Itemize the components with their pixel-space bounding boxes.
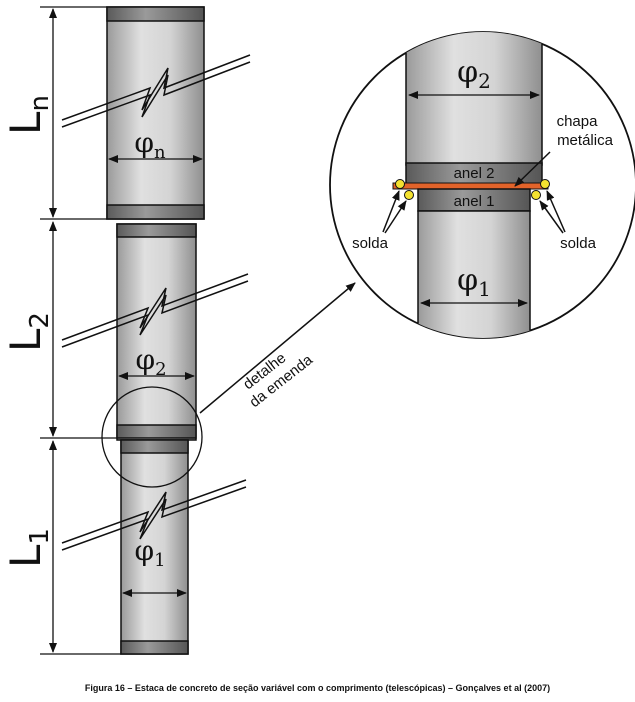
detail-view: anel 2 anel 1 φ2 φ1: [329, 31, 635, 339]
svg-text:L2: L2: [1, 312, 55, 352]
label-L1-main: L: [1, 544, 50, 568]
plate-pointer-arrow: [514, 151, 551, 187]
phi-n-label: φn: [134, 126, 166, 163]
detail-marker-circle: [101, 386, 203, 488]
weld-label-left: solda: [352, 235, 389, 252]
ring-2-label: anel 2: [454, 165, 495, 182]
plate-label-line2: metálica: [557, 132, 614, 149]
pile-segment-1: [120, 439, 189, 655]
break-line-n: [61, 54, 251, 128]
break-line-2: [61, 273, 249, 348]
label-L2-sub: 2: [25, 312, 55, 329]
svg-text:Ln: Ln: [1, 95, 55, 135]
phi-2-label: φ2: [135, 343, 166, 380]
detail-pointer-arrow: [199, 282, 356, 414]
break-line-1: [61, 479, 247, 551]
label-L1: L1: [1, 528, 55, 568]
figure-caption: Figura 16 – Estaca de concreto de seção …: [84, 683, 551, 693]
pile-segment-2: [116, 223, 197, 441]
weld-points: [395, 179, 550, 200]
plate-label-line1: chapa: [557, 113, 599, 130]
label-Ln-main: L: [1, 111, 50, 135]
detail-phi-1-label: φ1: [457, 263, 491, 301]
label-Ln-sub: n: [25, 95, 55, 111]
phi-1-label: φ1: [134, 534, 165, 571]
label-L1-sub: 1: [25, 528, 55, 545]
svg-text:L1: L1: [1, 528, 55, 568]
label-L2: L2: [1, 312, 55, 352]
label-L2-main: L: [1, 328, 50, 352]
weld-label-right: solda: [560, 235, 597, 252]
ring-1-label: anel 1: [454, 193, 495, 210]
detail-phi-2-label: φ2: [457, 55, 491, 93]
diameter-arrows-left: [108, 155, 203, 597]
pile-segment-n: [106, 6, 205, 220]
metal-plate: [392, 182, 549, 190]
length-dimension-lines: [40, 6, 121, 655]
weld-pointer-arrows: [382, 190, 566, 234]
label-Ln: Ln: [1, 95, 55, 135]
